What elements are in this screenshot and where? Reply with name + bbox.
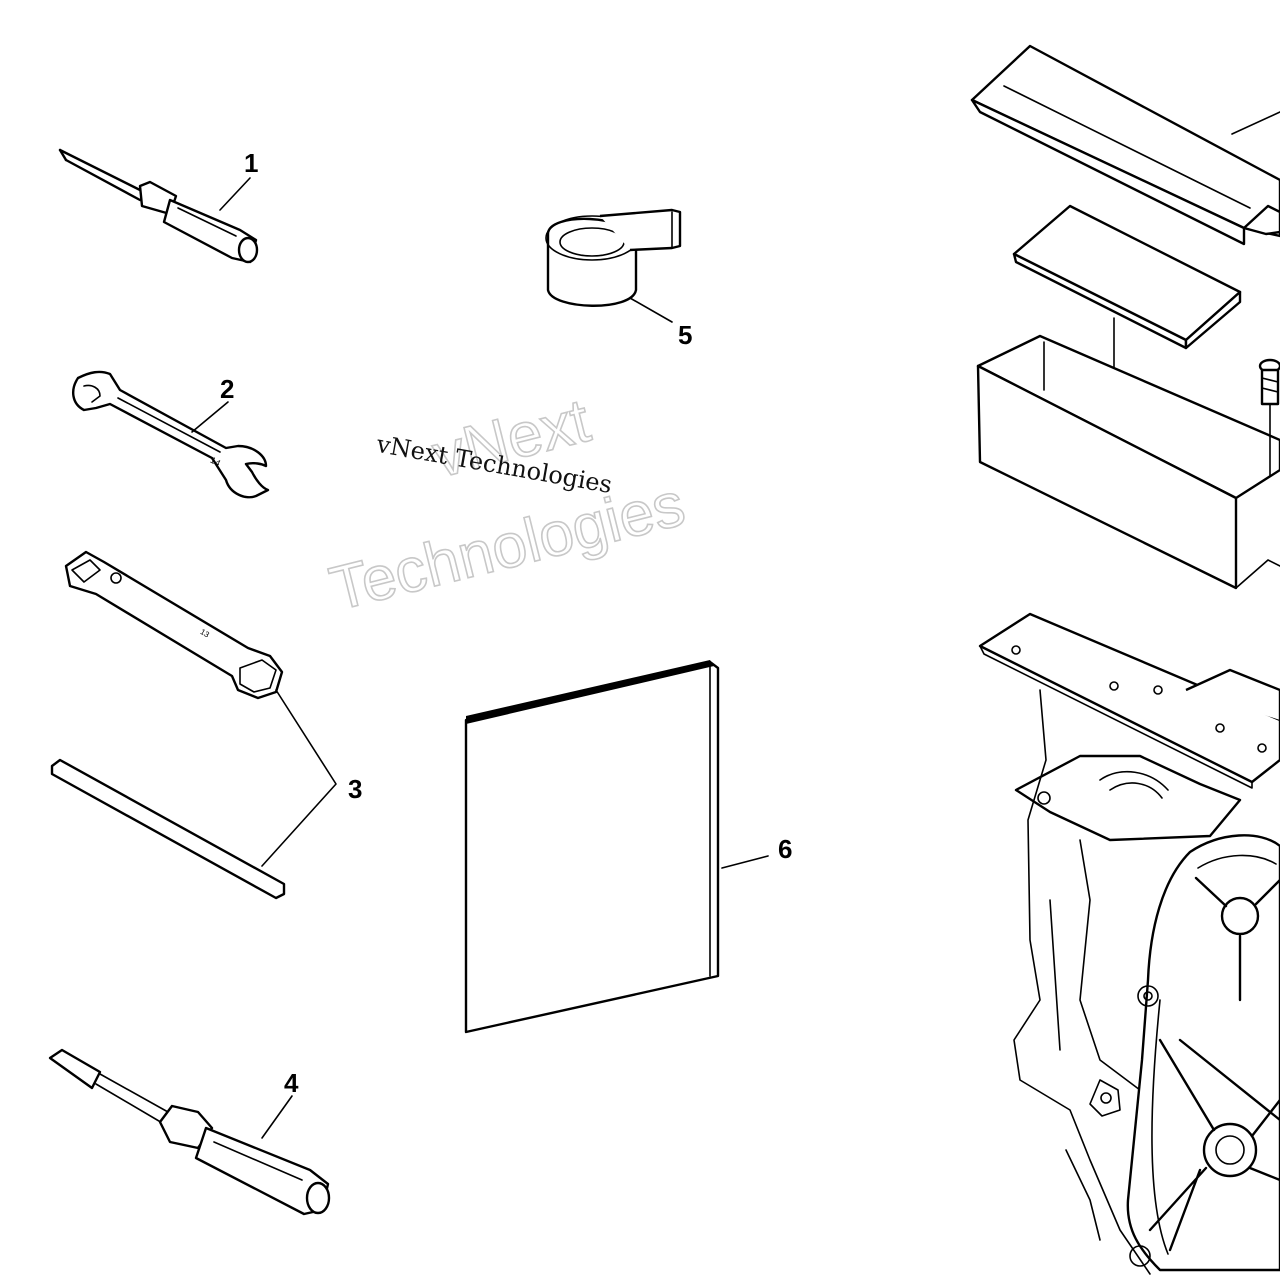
wrench: 14 <box>72 370 270 499</box>
foam-pad <box>1012 204 1242 350</box>
screwdriver-small <box>58 148 259 264</box>
leader-2 <box>191 401 229 433</box>
callout-3: 3 <box>348 774 362 804</box>
callout-4: 4 <box>284 1068 299 1098</box>
leader-6 <box>721 855 769 869</box>
box-wrench: 13 <box>64 550 284 700</box>
manual-booklet <box>464 660 720 1034</box>
drive-belt-guard <box>1126 834 1280 1272</box>
callout-6: 6 <box>778 834 792 864</box>
pulley-guard-housing <box>1013 689 1242 1275</box>
toolbox-tray <box>976 334 1280 590</box>
toolbox-lid <box>970 44 1280 246</box>
leader-3 <box>261 689 337 867</box>
callout-2: 2 <box>220 374 234 404</box>
watermark-line2: Technologies <box>323 470 691 625</box>
mounting-screw <box>1258 358 1280 477</box>
tape-roll <box>545 208 682 307</box>
leader-5 <box>629 297 673 323</box>
screwdriver-large <box>48 1048 331 1216</box>
mounting-bracket <box>978 612 1280 789</box>
callout-1: 1 <box>244 148 258 178</box>
tommy-bar <box>50 758 286 900</box>
leader-1 <box>219 177 251 211</box>
watermark: vNext Technologies vNext Technologies <box>323 385 692 625</box>
callout-5: 5 <box>678 320 692 350</box>
svg-text:14: 14 <box>209 455 223 469</box>
leader-4 <box>261 1095 293 1139</box>
